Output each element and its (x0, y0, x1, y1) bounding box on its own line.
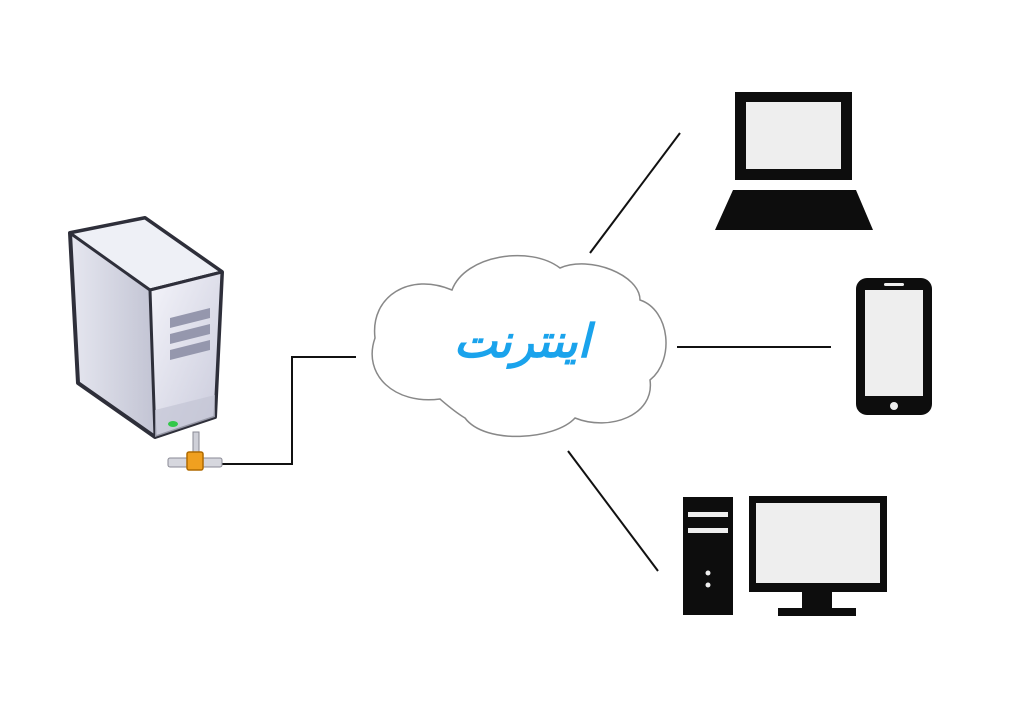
cloud-icon (371, 254, 667, 438)
server-tower-icon (68, 216, 224, 471)
internet-to-desktop-line (567, 450, 659, 572)
internet-label: اینترنت (454, 314, 597, 369)
internet-to-laptop-line (589, 132, 681, 254)
laptop-icon (715, 92, 873, 230)
connection-lines (220, 132, 831, 572)
desktop-computer-icon (683, 496, 887, 616)
server-to-internet-line (220, 356, 356, 465)
smartphone-icon (856, 278, 932, 415)
